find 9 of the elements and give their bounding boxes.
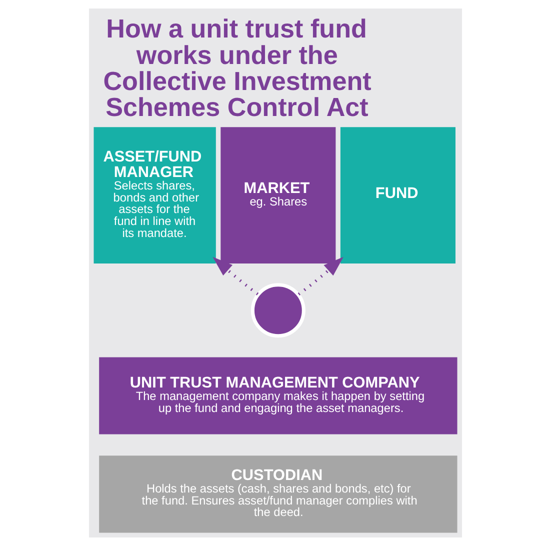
- arrow: [298, 256, 344, 296]
- node-box: ASSET/FUND MANAGER Selects shares, bonds and other assets for the fund in line with its mandate.: [94, 127, 216, 264]
- diagram-title: How a unit trust fund works under the Collective Investment Schemes Control Act: [103, 14, 372, 122]
- arrow: [212, 256, 259, 296]
- node-circle: [250, 283, 306, 338]
- node-box: CUSTODIAN Holds the assets (cash, shares and bonds, etc) for the fund. Ensures asset/fund manager complies with the deed.: [99, 456, 458, 533]
- node-box: MARKET eg. Shares: [220, 127, 336, 264]
- node-box: FUND: [340, 127, 456, 264]
- node-box: UNIT TRUST MANAGEMENT COMPANY The management company makes it happen by setting up the fund and engaging the asset managers.: [99, 357, 458, 434]
